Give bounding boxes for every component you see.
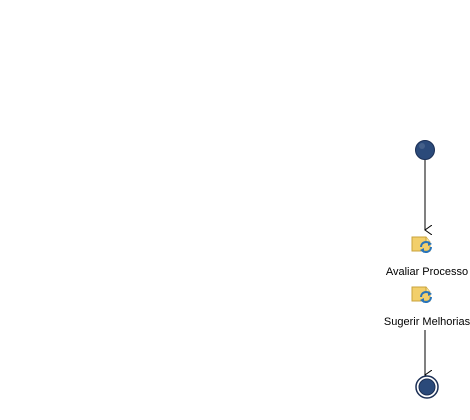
end-node[interactable]	[415, 375, 439, 399]
subprocess-folder-cycle-icon	[411, 286, 432, 303]
start-event-highlight	[419, 143, 425, 149]
task-label-sugerir-melhorias: Sugerir Melhorias	[383, 316, 470, 328]
end-event-icon	[418, 378, 436, 396]
task-label-avaliar-processo: Avaliar Processo	[385, 266, 469, 278]
task-sugerir-melhorias[interactable]	[411, 286, 432, 303]
subprocess-folder-cycle-icon	[411, 236, 432, 253]
start-node[interactable]	[415, 140, 435, 160]
cycle-arrows-icon	[420, 291, 432, 303]
start-event-icon	[415, 140, 435, 160]
cycle-arrows-icon	[420, 241, 432, 253]
task-avaliar-processo[interactable]	[411, 236, 432, 253]
